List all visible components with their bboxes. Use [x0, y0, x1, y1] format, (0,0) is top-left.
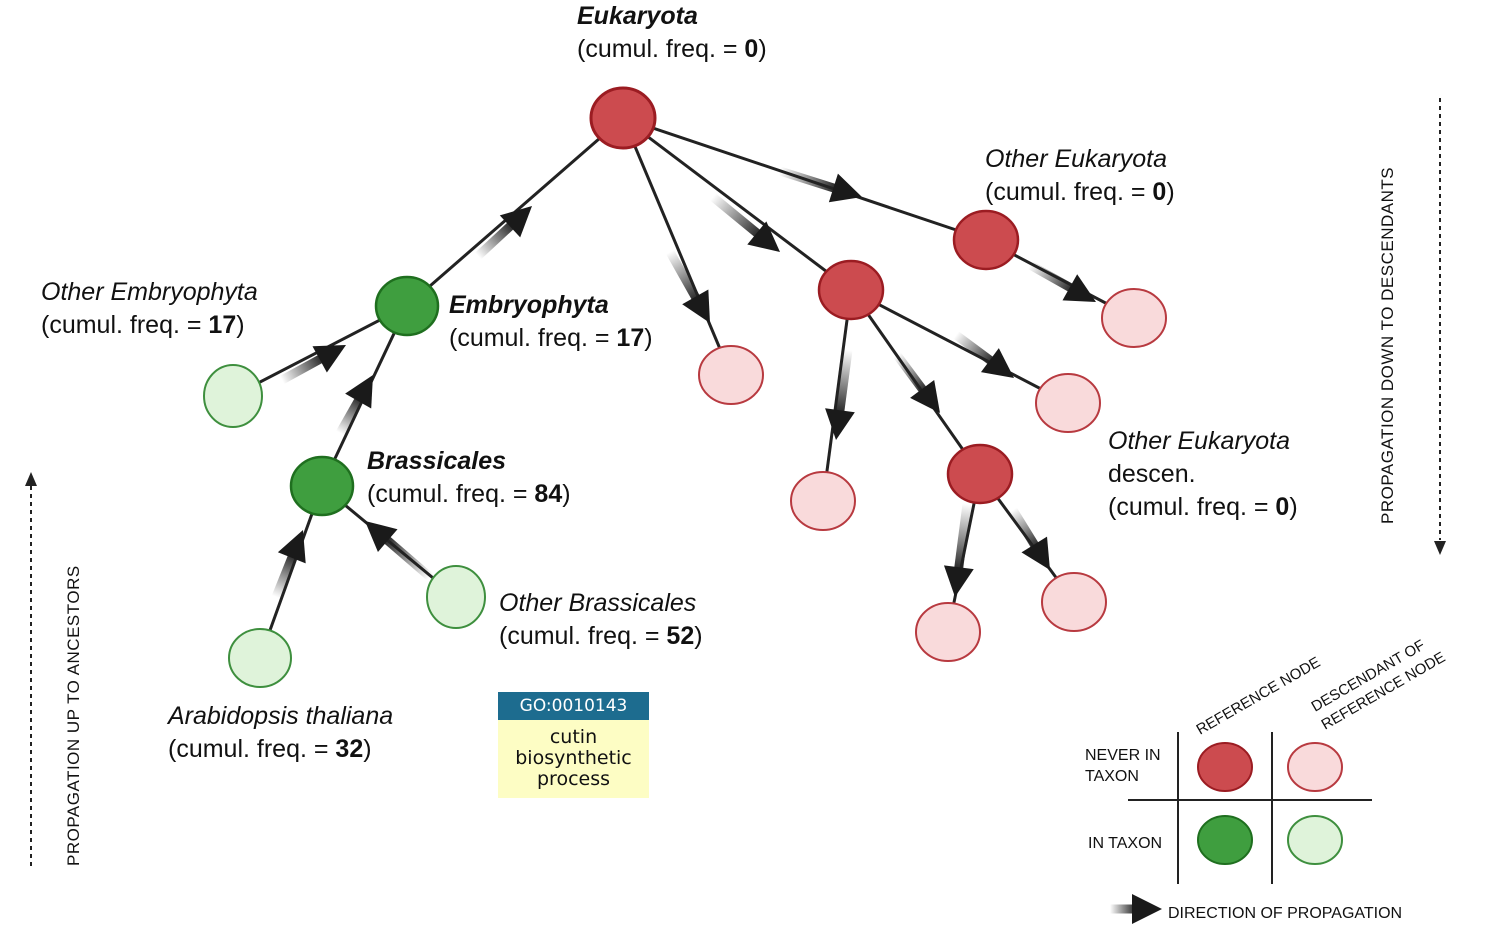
node-pink-6[interactable]: [1041, 572, 1107, 632]
label-brassicales-freq: (cumul. freq. = 84): [367, 480, 571, 508]
arrow-mid-down-descen: [893, 352, 941, 414]
arrow-other-embryophyta-up: [279, 345, 346, 384]
node-pink-1[interactable]: [698, 345, 764, 405]
edge-eukaryota-mid: [622, 116, 852, 292]
legend-row-never-line1: NEVER IN: [1085, 747, 1161, 764]
label-arabidopsis: Arabidopsis thaliana (cumul. freq. = 32): [168, 700, 393, 766]
label-other-eukaryota-name: Other Eukaryota: [985, 145, 1168, 173]
node-eukaryota[interactable]: [589, 86, 657, 150]
label-eukaryota-freq: (cumul. freq. = 0): [577, 35, 767, 63]
legend-red-descendant-swatch: [1287, 742, 1343, 792]
node-embryophyta[interactable]: [374, 275, 440, 337]
side-label-up: PROPAGATION UP TO ANCESTORS: [64, 565, 83, 866]
legend-row-in: IN TAXON: [1088, 835, 1163, 852]
legend-col-reference: REFERENCE NODE: [1194, 654, 1324, 739]
legend-arrow-icon: [1110, 894, 1162, 924]
node-pink-2[interactable]: [1101, 288, 1167, 348]
label-other-brassicales-freq: (cumul. freq. = 52): [499, 622, 703, 650]
go-term-box: GO:0010143 cutin biosynthetic process: [498, 692, 649, 798]
node-pink-5[interactable]: [915, 602, 981, 662]
edge-mid-pink-left: [821, 289, 853, 502]
up-arrowhead: [25, 472, 37, 486]
label-arabidopsis-freq: (cumul. freq. = 32): [168, 735, 372, 763]
label-other-embryophyta-freq: (cumul. freq. = 17): [41, 311, 245, 339]
node-other-eukaryota[interactable]: [952, 209, 1020, 271]
arrow-descen-down-left: [943, 503, 974, 597]
arrow-brassicales-to-embryophyta: [336, 374, 373, 436]
label-other-eukaryota-descen-line2: descen.: [1108, 460, 1196, 488]
node-brassicales[interactable]: [289, 455, 355, 517]
side-label-down: PROPAGATION DOWN TO DESCENDANTS: [1378, 166, 1397, 524]
side-arrows: [25, 98, 1446, 866]
arrow-descen-down-right: [1009, 507, 1051, 571]
label-other-eukaryota-descen-freq: (cumul. freq. = 0): [1108, 493, 1298, 521]
go-term-name: cutin biosynthetic process: [515, 726, 632, 790]
label-other-embryophyta-name: Other Embryophyta: [41, 278, 258, 306]
down-arrowhead: [1434, 541, 1446, 555]
label-other-eukaryota-freq: (cumul. freq. = 0): [985, 178, 1175, 206]
node-arabidopsis[interactable]: [228, 628, 292, 688]
legend-red-reference-swatch: [1197, 742, 1253, 792]
node-other-eukaryota-descen[interactable]: [946, 443, 1014, 505]
node-other-brassicales[interactable]: [426, 565, 486, 629]
node-pink-3[interactable]: [790, 471, 856, 531]
label-brassicales: Brassicales (cumul. freq. = 84): [367, 445, 571, 511]
label-eukaryota: Eukaryota (cumul. freq. = 0): [577, 0, 767, 66]
arrow-eukaryota-down-other: [778, 166, 863, 203]
legend: REFERENCE NODE DESCENDANT OF REFERENCE N…: [1110, 637, 1448, 924]
legend-arrow-shape: [1110, 894, 1162, 924]
label-other-embryophyta: Other Embryophyta (cumul. freq. = 17): [41, 276, 258, 342]
label-embryophyta: Embryophyta (cumul. freq. = 17): [449, 289, 653, 355]
arrow-mid-down-left: [825, 349, 855, 441]
legend-green-descendant-swatch: [1287, 815, 1343, 865]
legend-green-reference-swatch: [1197, 815, 1253, 865]
arrow-arabidopsis-up: [271, 530, 306, 599]
label-embryophyta-name: Embryophyta: [449, 291, 609, 319]
node-other-embryophyta[interactable]: [203, 364, 263, 428]
tree-nodes: [203, 86, 1167, 688]
label-eukaryota-name: Eukaryota: [577, 2, 698, 30]
label-other-eukaryota-descen-name: Other Eukaryota: [1108, 427, 1291, 455]
propagation-arrows: [271, 166, 1096, 599]
label-other-brassicales-name: Other Brassicales: [499, 589, 697, 617]
legend-arrow-label: DIRECTION OF PROPAGATION: [1168, 905, 1403, 922]
label-arabidopsis-name: Arabidopsis thaliana: [168, 702, 394, 730]
legend-row-never: NEVER IN TAXON: [1085, 745, 1161, 787]
arrow-other-brassicales-up: [365, 520, 433, 581]
label-embryophyta-freq: (cumul. freq. = 17): [449, 324, 653, 352]
go-term-id: GO:0010143: [498, 692, 649, 720]
arrow-embryophyta-to-eukaryota: [474, 206, 532, 260]
edge-mid-pink-right: [850, 288, 1069, 405]
edge-eukaryota-pink1: [621, 117, 733, 376]
label-other-eukaryota-descen: Other Eukaryota descen. (cumul. freq. = …: [1108, 425, 1298, 524]
arrow-eukaryota-down-mid: [710, 193, 781, 253]
arrow-other-down-pink: [1027, 261, 1096, 302]
node-eukaryota-mid[interactable]: [817, 259, 885, 321]
legend-row-never-line2: TAXON: [1085, 768, 1139, 785]
arrow-eukaryota-down-pink1: [666, 249, 711, 324]
label-other-brassicales: Other Brassicales (cumul. freq. = 52): [499, 587, 703, 653]
node-pink-4[interactable]: [1035, 373, 1101, 433]
label-brassicales-name: Brassicales: [367, 447, 507, 475]
arrow-mid-down-right: [953, 331, 1015, 379]
label-other-eukaryota: Other Eukaryota (cumul. freq. = 0): [985, 143, 1175, 209]
